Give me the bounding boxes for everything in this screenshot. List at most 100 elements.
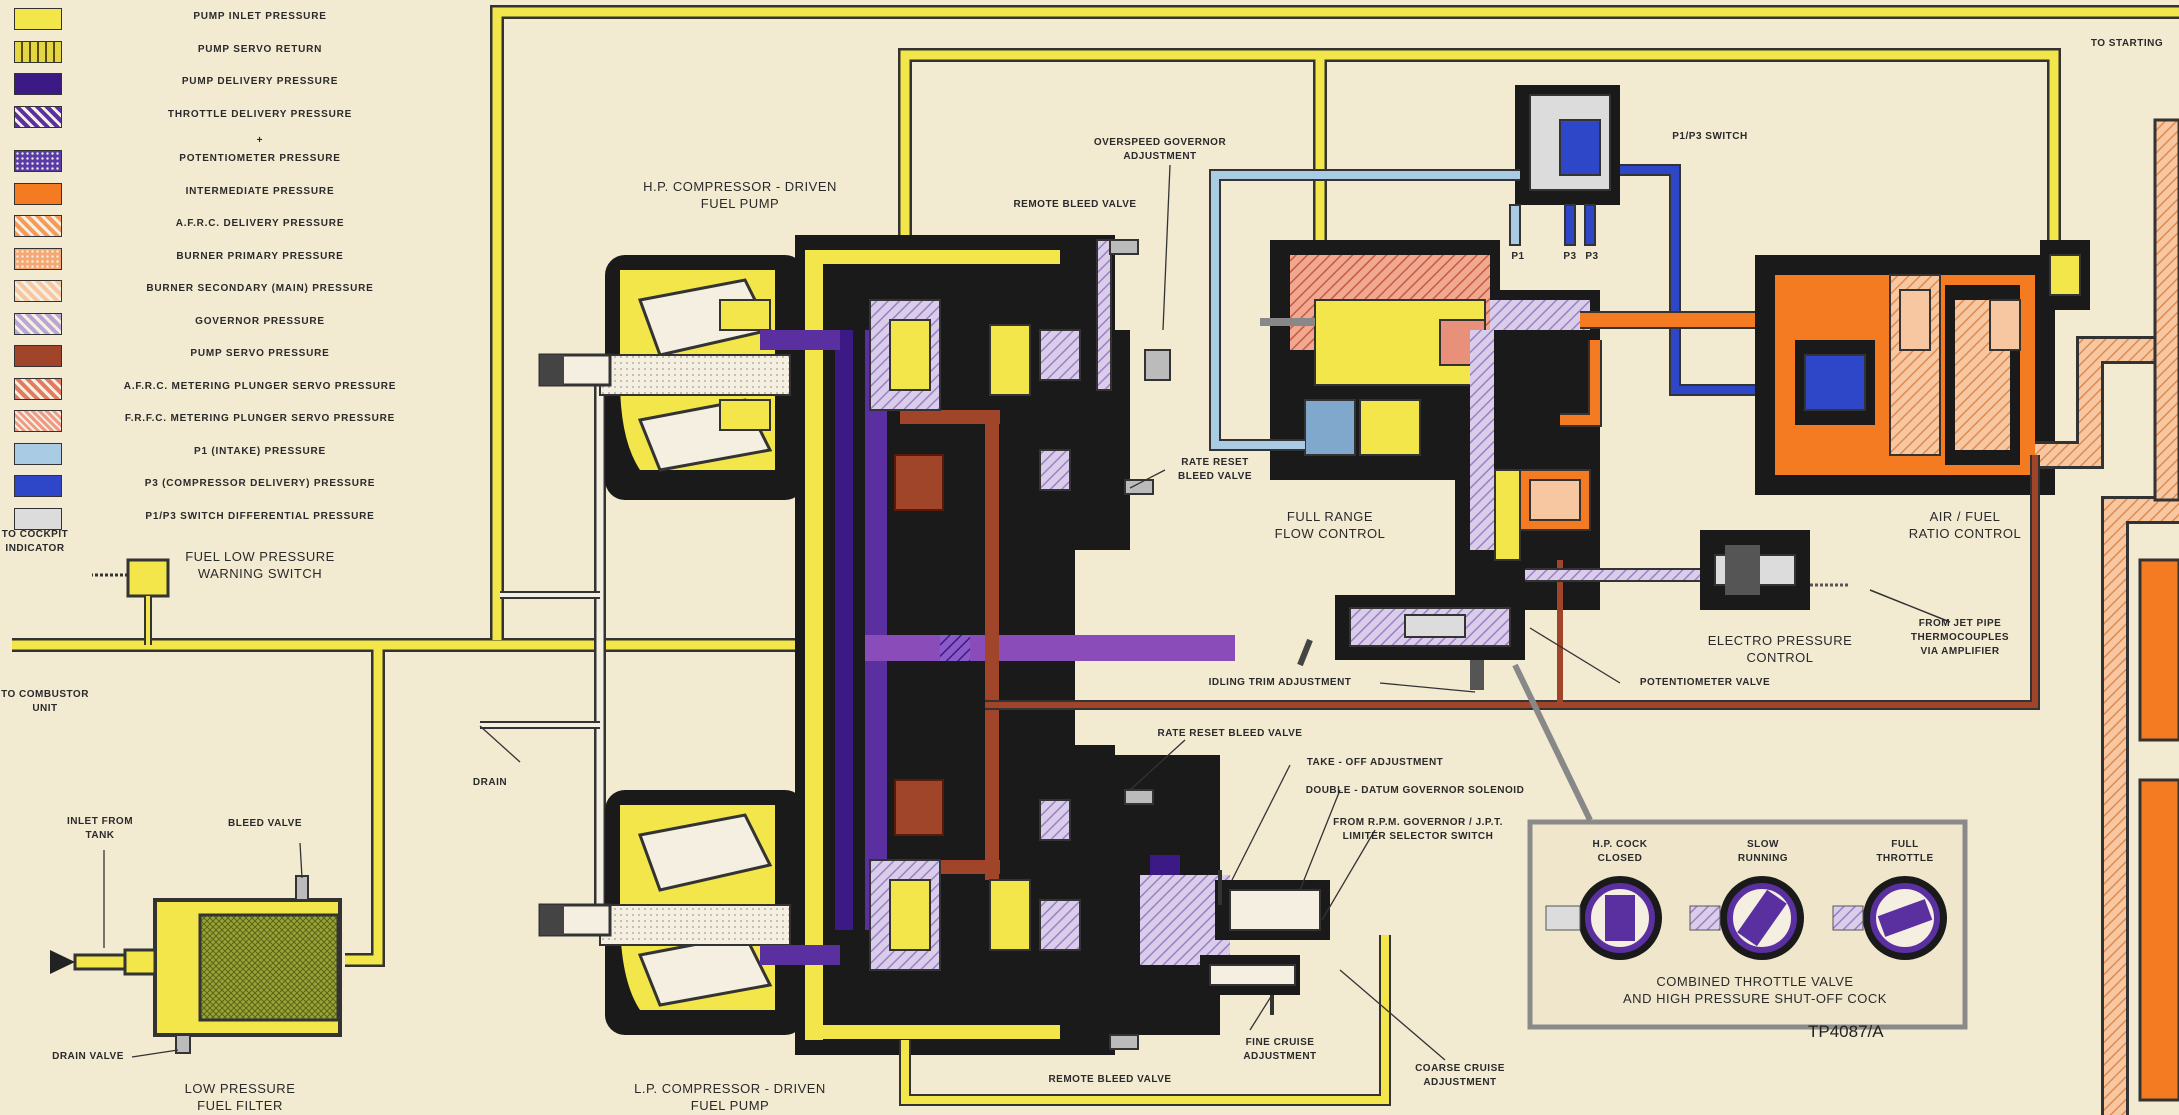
legend-item: PUMP SERVO RETURN	[10, 39, 430, 63]
legend-swatch	[14, 182, 62, 205]
drawing-reference: TP4087/A	[1808, 1022, 1884, 1041]
label-from-jet-pipe: FROM JET PIPE THERMOCOUPLES VIA AMPLIFIE…	[1910, 618, 2010, 657]
label-slow-running: SLOW RUNNING	[1737, 839, 1789, 864]
label-overspeed: OVERSPEED GOVERNOR ADJUSTMENT	[1093, 137, 1227, 162]
legend-swatch	[14, 73, 62, 95]
legend-swatch	[14, 507, 62, 530]
legend-item: PUMP DELIVERY PRESSURE	[10, 71, 430, 95]
legend-label: PUMP SERVO RETURN	[197, 43, 323, 55]
legend-label: PUMP SERVO PRESSURE	[190, 348, 330, 359]
label-p3b: P3	[1585, 251, 1599, 262]
legend-item: PUMP SERVO PRESSURE	[10, 343, 430, 367]
electro-pressure-control	[1525, 530, 1951, 623]
label-drain: DRAIN	[472, 777, 508, 788]
central-pump-body	[760, 235, 1235, 1055]
legend-label: F.R.F.C. METERING PLUNGER SERVO PRESSURE	[124, 413, 396, 424]
legend-label: P1/P3 SWITCH DIFFERENTIAL PRESSURE	[145, 510, 375, 522]
legend-label: INTERMEDIATE PRESSURE	[185, 185, 335, 197]
throttle-position-full	[1832, 876, 1947, 960]
legend-label: PUMP INLET PRESSURE	[193, 11, 327, 22]
legend-item: A.F.R.C. METERING PLUNGER SERVO PRESSURE	[10, 376, 430, 400]
label-from-rpm: FROM R.P.M. GOVERNOR / J.P.T. LIMITER SE…	[1333, 817, 1503, 842]
label-low-pressure-fuel-filter: LOW PRESSURE FUEL FILTER	[184, 1081, 296, 1113]
legend-item: +	[10, 130, 430, 154]
legend-item: THROTTLE DELIVERY PRESSURE	[10, 104, 430, 128]
air-fuel-ratio-control	[1755, 240, 2090, 495]
legend-swatch	[14, 312, 62, 335]
label-p3a: P3	[1563, 251, 1577, 262]
legend-swatch	[14, 105, 62, 128]
label-idling-trim: IDLING TRIM ADJUSTMENT	[1208, 677, 1352, 688]
legend-label: BURNER PRIMARY PRESSURE	[176, 250, 344, 262]
throttle-valve-detail-box	[1512, 663, 1968, 1030]
label-fine-cruise: FINE CRUISE ADJUSTMENT	[1243, 1037, 1317, 1062]
legend-label: P1 (INTAKE) PRESSURE	[194, 445, 326, 457]
legend-label: THROTTLE DELIVERY PRESSURE	[167, 108, 353, 120]
legend-item: BURNER PRIMARY PRESSURE	[10, 246, 430, 270]
legend-swatch	[14, 215, 62, 237]
legend-swatch	[14, 8, 62, 30]
legend-item: F.R.F.C. METERING PLUNGER SERVO PRESSURE	[10, 408, 430, 432]
hp-compressor-driven-fuel-pump	[538, 255, 805, 500]
legend-swatch	[14, 475, 62, 497]
legend-swatch	[14, 410, 62, 432]
legend-item: P1 (INTAKE) PRESSURE	[10, 441, 430, 465]
legend-item: POTENTIOMETER PRESSURE	[10, 148, 430, 172]
legend-swatch	[14, 40, 62, 63]
legend-item: GOVERNOR PRESSURE	[10, 311, 430, 335]
legend-item: INTERMEDIATE PRESSURE	[10, 181, 430, 205]
label-rate-reset-bottom: RATE RESET BLEED VALVE	[1157, 728, 1303, 739]
label-to-cockpit: TO COCKPIT INDICATOR	[1, 529, 69, 554]
label-take-off: TAKE - OFF ADJUSTMENT	[1306, 757, 1444, 768]
legend-item: P3 (COMPRESSOR DELIVERY) PRESSURE	[10, 473, 430, 497]
label-double-datum: DOUBLE - DATUM GOVERNOR SOLENOID	[1305, 785, 1525, 796]
label-full-throttle: FULL THROTTLE	[1876, 839, 1934, 864]
legend-item: A.F.R.C. DELIVERY PRESSURE	[10, 213, 430, 237]
legend-label: BURNER SECONDARY (MAIN) PRESSURE	[146, 283, 374, 294]
legend-label: A.F.R.C. DELIVERY PRESSURE	[175, 218, 345, 229]
legend-swatch	[14, 280, 62, 302]
label-electro: ELECTRO PRESSURE CONTROL	[1707, 633, 1853, 665]
legend-label: PUMP DELIVERY PRESSURE	[181, 76, 339, 87]
label-lp-pump: L.P. COMPRESSOR - DRIVEN FUEL PUMP	[634, 1081, 826, 1113]
label-coarse-cruise: COARSE CRUISE ADJUSTMENT	[1415, 1063, 1505, 1088]
legend-label: A.F.R.C. METERING PLUNGER SERVO PRESSURE	[123, 380, 397, 392]
legend-label: +	[256, 135, 264, 146]
label-remote-bleed-bottom: REMOTE BLEED VALVE	[1048, 1074, 1172, 1085]
legend-item: PUMP INLET PRESSURE	[10, 6, 430, 30]
low-pressure-fuel-filter	[50, 875, 342, 1054]
remote-bleed-valve	[1096, 239, 1171, 1050]
legend-swatch	[14, 377, 62, 400]
fuel-low-pressure-switch	[92, 558, 170, 645]
label-rate-reset-top: RATE RESET BLEED VALVE	[1177, 457, 1253, 482]
lp-compressor-driven-fuel-pump	[538, 790, 805, 1035]
label-full-range: FULL RANGE FLOW CONTROL	[1274, 509, 1386, 541]
leader-lines	[103, 164, 1621, 1061]
legend-swatch	[14, 150, 62, 172]
label-hp-pump: H.P. COMPRESSOR - DRIVEN FUEL PUMP	[643, 179, 837, 211]
legend-label: GOVERNOR PRESSURE	[195, 315, 325, 327]
label-bleed-valve: BLEED VALVE	[227, 818, 303, 829]
label-hp-cock-closed: H.P. COCK CLOSED	[1592, 839, 1648, 864]
label-air-fuel: AIR / FUEL RATIO CONTROL	[1908, 509, 2022, 541]
p1-p3-switch	[1209, 85, 1800, 451]
full-range-flow-control	[1260, 240, 1600, 610]
throttle-position-slow-running	[1689, 876, 1804, 960]
label-remote-bleed-top: REMOTE BLEED VALVE	[1013, 199, 1137, 210]
legend-label: P3 (COMPRESSOR DELIVERY) PRESSURE	[144, 478, 376, 489]
legend-label: POTENTIOMETER PRESSURE	[179, 153, 341, 164]
legend-item: P1/P3 SWITCH DIFFERENTIAL PRESSURE	[10, 506, 430, 530]
throttle-position-closed	[1545, 876, 1662, 960]
label-p1p3-switch: P1/P3 SWITCH	[1672, 131, 1748, 142]
label-p1: P1	[1511, 251, 1525, 262]
legend-swatch	[14, 442, 62, 465]
label-combined-throttle: COMBINED THROTTLE VALVE AND HIGH PRESSUR…	[1623, 974, 1887, 1006]
legend-item: BURNER SECONDARY (MAIN) PRESSURE	[10, 278, 430, 302]
throttle-cruise-control	[899, 870, 1391, 1106]
label-inlet-from-tank: INLET FROM TANK	[66, 816, 134, 841]
intermediate-pressure-line	[1560, 311, 1770, 427]
legend-swatch	[14, 247, 62, 270]
potentiometer-valve	[1297, 595, 1525, 690]
label-potentiometer-valve: POTENTIOMETER VALVE	[1639, 677, 1771, 688]
